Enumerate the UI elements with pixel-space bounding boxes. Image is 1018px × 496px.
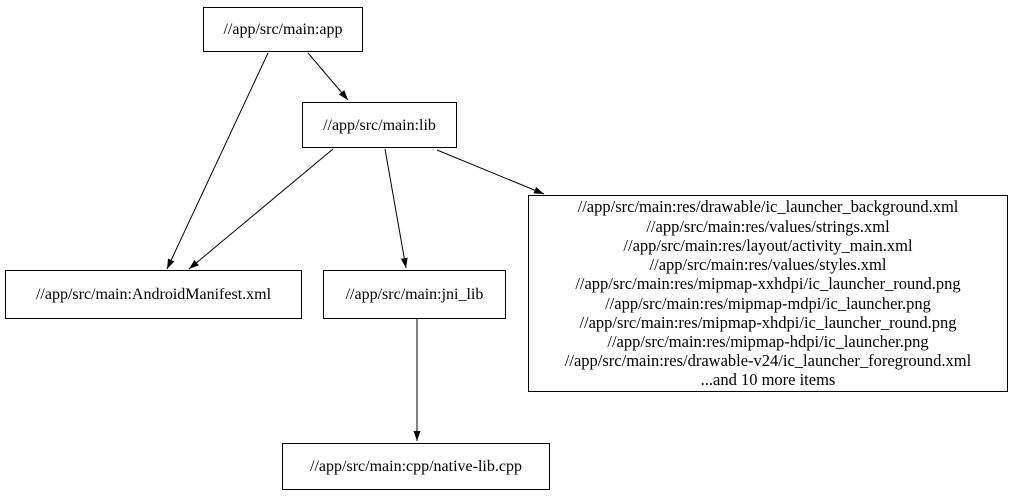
node-jni-lib: //app/src/main:jni_lib — [323, 270, 506, 319]
edge-app-to-lib — [307, 52, 349, 101]
resource-item: //app/src/main:res/values/styles.xml — [649, 255, 887, 275]
node-app-label: //app/src/main:app — [223, 21, 343, 38]
resource-item: //app/src/main:res/mipmap-mdpi/ic_launch… — [605, 293, 931, 313]
resource-item: //app/src/main:res/mipmap-hdpi/ic_launch… — [607, 331, 929, 351]
node-native-lib-cpp: //app/src/main:cpp/native-lib.cpp — [282, 443, 550, 490]
resource-item: //app/src/main:res/mipmap-xxhdpi/ic_laun… — [575, 274, 961, 294]
node-android-manifest: //app/src/main:AndroidManifest.xml — [5, 270, 302, 319]
node-native-lib-cpp-label: //app/src/main:cpp/native-lib.cpp — [310, 458, 522, 475]
node-android-manifest-label: //app/src/main:AndroidManifest.xml — [35, 286, 272, 303]
resource-more-items: ...and 10 more items — [700, 370, 836, 390]
resource-item: //app/src/main:res/layout/activity_main.… — [623, 235, 913, 255]
resource-item: //app/src/main:res/drawable-v24/ic_launc… — [564, 351, 972, 371]
edge-lib-to-manifest — [188, 148, 334, 270]
node-lib-label: //app/src/main:lib — [323, 116, 436, 134]
edge-lib-to-jni-lib — [384, 148, 408, 269]
node-jni-lib-label: //app/src/main:jni_lib — [345, 286, 484, 303]
resource-item: //app/src/main:res/mipmap-xhdpi/ic_launc… — [579, 312, 957, 332]
node-lib: //app/src/main:lib — [302, 102, 457, 148]
edge-app-to-manifest — [166, 52, 269, 270]
node-app: //app/src/main:app — [203, 7, 363, 52]
resource-item: //app/src/main:res/drawable/ic_launcher_… — [577, 197, 959, 217]
resource-item: //app/src/main:res/values/strings.xml — [646, 216, 890, 236]
edge-lib-to-resources — [436, 149, 545, 195]
node-resources-group: //app/src/main:res/drawable/ic_launcher_… — [528, 195, 1008, 392]
